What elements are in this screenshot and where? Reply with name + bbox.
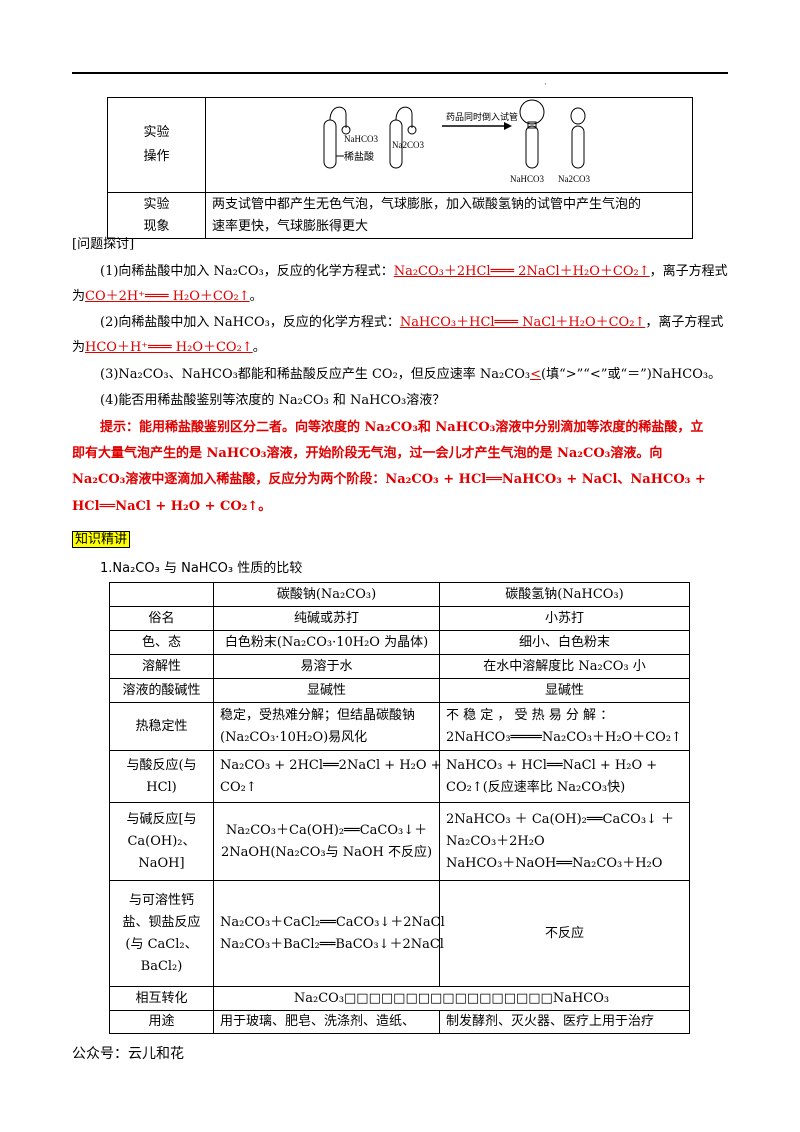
hint-line-3: Na₂CO₃溶液中逐滴加入稀盐酸，反应分为两个阶段：Na₂CO₃ + HCl══… — [72, 472, 706, 487]
q1-line1: (1)向稀盐酸中加入 Na₂CO₃，反应的化学方程式：Na₂CO₃＋2HCl══… — [100, 264, 728, 279]
knowledge-tag: 知识精讲 — [72, 528, 131, 548]
merged-cell: Na₂CO₃□□□□□□□□□□□□□□□□□NaHCO₃ — [213, 986, 690, 1011]
row-label: 与可溶性钙盐、钡盐反应(与 CaCl₂、BaCl₂) — [109, 880, 214, 987]
header-cell-0 — [109, 582, 214, 607]
header-dot: · — [544, 80, 547, 90]
comparison-table: 碳酸钠(Na₂CO₃)碳酸氢钠(NaHCO₃)俗名纯碱或苏打小苏打色、态白色粉末… — [109, 582, 690, 1034]
row-label: 用途 — [109, 1010, 214, 1034]
cell-na2co3: 白色粉末(Na₂CO₃·10H₂O 为晶体) — [213, 630, 440, 655]
hint-line-2: 即有大量气泡产生的是 NaHCO₃溶液，开始阶段无气泡，过一会儿才产生气泡的是 … — [72, 446, 663, 461]
cell-nahco3: 显碱性 — [439, 678, 690, 703]
q4-line: (4)能否用稀盐酸鉴别等浓度的 Na₂CO₃ 和 NaHCO₃溶液？ — [100, 393, 446, 408]
knowledge-title: 1.Na₂CO₃ 与 NaHCO₃ 性质的比较 — [100, 561, 303, 576]
q2-line2: 为HCO＋H⁺═══ H₂O＋CO₂↑。 — [72, 340, 266, 355]
cell-nahco3: 细小、白色粉末 — [439, 630, 690, 655]
cell-nahco3: 不 稳 定 ， 受 热 易 分 解 ：2NaHCO₃════Na₂CO₃＋H₂O… — [439, 702, 690, 751]
q3-line: (3)Na₂CO₃、NaHCO₃都能和稀盐酸反应产生 CO₂，但反应速率 Na₂… — [100, 367, 722, 382]
row-label: 色、态 — [109, 630, 214, 655]
cell-na2co3: 稳定，受热难分解；但结晶碳酸钠(Na₂CO₃·10H₂O)易风化 — [213, 702, 440, 751]
cell-na2co3: Na₂CO₃＋Ca(OH)₂══CaCO₃↓＋2NaOH(Na₂CO₃与 NaO… — [213, 802, 440, 881]
diagram-arrow-text: 药品同时倒入试管 — [446, 111, 518, 123]
row-label: 相互转化 — [109, 986, 214, 1011]
experiment-table: 实验操作 NaHCO3 Na2CO3 稀盐酸 药品同时倒入试管 — [107, 97, 693, 239]
cell-na2co3: 纯碱或苏打 — [213, 606, 440, 631]
hint-line-4: HCl══NaCl + H₂O + CO₂↑。 — [72, 499, 272, 514]
table-row: 热稳定性稳定，受热难分解；但结晶碳酸钠(Na₂CO₃·10H₂O)易风化不 稳 … — [109, 702, 690, 751]
experiment-diagram: NaHCO3 Na2CO3 稀盐酸 药品同时倒入试管 NaHCO3 Na2CO3 — [323, 99, 590, 184]
cell-na2co3: 显碱性 — [213, 678, 440, 703]
table-row: 溶解性易溶于水在水中溶解度比 Na₂CO₃ 小 — [109, 654, 690, 679]
table-row: 色、态白色粉末(Na₂CO₃·10H₂O 为晶体)细小、白色粉末 — [109, 630, 690, 655]
exp-op-label: 实验操作 — [107, 97, 206, 193]
top-rule — [72, 72, 728, 74]
row-label: 热稳定性 — [109, 702, 214, 751]
q2-line1: (2)向稀盐酸中加入 NaHCO₃，反应的化学方程式：NaHCO₃＋HCl═══… — [100, 315, 724, 330]
row-label: 溶解性 — [109, 654, 214, 679]
diagram-label-acid: 稀盐酸 — [344, 150, 374, 163]
hint-line-1: 提示：能用稀盐酸鉴别区分二者。向等浓度的 Na₂CO₃和 NaHCO₃溶液中分别… — [100, 420, 704, 435]
table-row: 溶液的酸碱性显碱性显碱性 — [109, 678, 690, 703]
cell-na2co3: 易溶于水 — [213, 654, 440, 679]
cell-nahco3: NaHCO₃ + HCl══NaCl + H₂O +CO₂↑(反应速率比 Na₂… — [439, 750, 690, 803]
diagram-label-nahco3-b: NaHCO3 — [510, 174, 544, 184]
row-label: 俗名 — [109, 606, 214, 631]
discussion-heading: [问题探讨] — [72, 237, 135, 252]
diagram-label-na2co3-b: Na2CO3 — [558, 174, 590, 184]
cell-nahco3: 小苏打 — [439, 606, 690, 631]
table-row: 与可溶性钙盐、钡盐反应(与 CaCl₂、BaCl₂)Na₂CO₃＋CaCl₂══… — [109, 880, 690, 987]
diagram-label-na2co3: Na2CO3 — [392, 140, 424, 150]
table-row: 俗名纯碱或苏打小苏打 — [109, 606, 690, 631]
exp-diagram-cell: NaHCO3 Na2CO3 稀盐酸 药品同时倒入试管 NaHCO3 Na2CO3 — [205, 97, 693, 193]
table-row: 用途用于玻璃、肥皂、洗涤剂、造纸、制发酵剂、灭火器、医疗上用于治疗 — [109, 1010, 690, 1034]
exp-phenomenon-content: 两支试管中都产生无色气泡，气球膨胀，加入碳酸氢钠的试管中产生气泡的 速率更快，气… — [205, 192, 693, 239]
cell-na2co3: 用于玻璃、肥皂、洗涤剂、造纸、 — [213, 1010, 440, 1034]
diagram-label-nahco3: NaHCO3 — [344, 134, 378, 144]
cell-nahco3: 不反应 — [439, 880, 690, 987]
header-cell-2: 碳酸氢钠(NaHCO₃) — [439, 582, 690, 607]
header-cell-1: 碳酸钠(Na₂CO₃) — [213, 582, 440, 607]
cell-nahco3: 在水中溶解度比 Na₂CO₃ 小 — [439, 654, 690, 679]
row-label: 溶液的酸碱性 — [109, 678, 214, 703]
footer-account: 公众号：云儿和花 — [72, 1046, 184, 1062]
cell-nahco3: 制发酵剂、灭火器、医疗上用于治疗 — [439, 1010, 690, 1034]
q1-line2: 为CO＋2H⁺═══ H₂O＋CO₂↑。 — [72, 289, 263, 304]
exp-phenomenon-label: 实验现象 — [107, 192, 206, 239]
cell-na2co3: Na₂CO₃ + 2HCl══2NaCl + H₂O +CO₂↑ — [213, 750, 442, 803]
